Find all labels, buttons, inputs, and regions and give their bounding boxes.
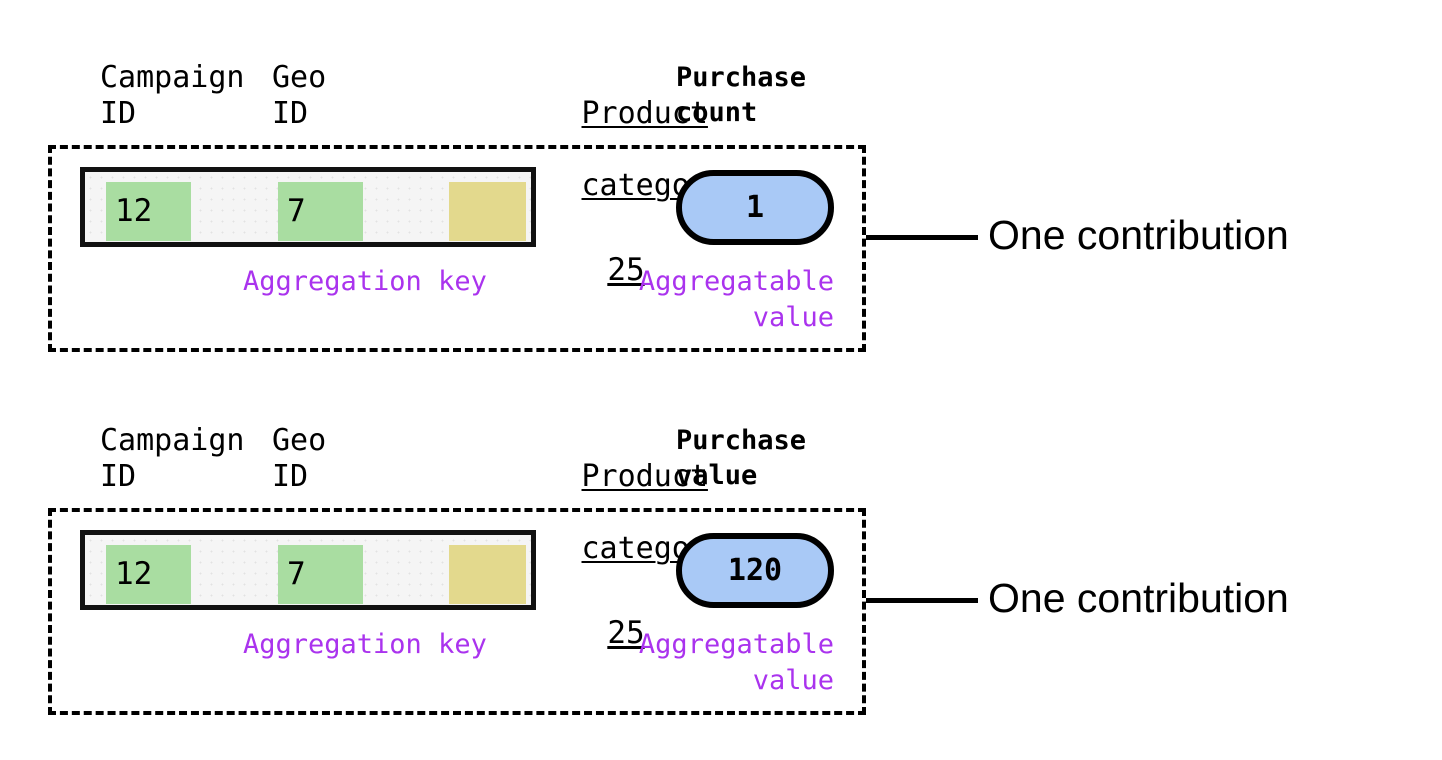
column-header-product-line1: Product — [581, 96, 708, 131]
column-header-product-line1: Product — [581, 459, 708, 494]
key-cell-product-category: 25 — [449, 182, 645, 288]
key-cell-campaign-id: 12 — [106, 182, 191, 241]
contribution-boundary — [48, 145, 866, 352]
annotation-aggregatable-value: Aggregatable value — [638, 266, 834, 333]
column-header-row: Campaign ID Geo ID Product category Purc… — [0, 0, 900, 203]
column-header-geo-id: Geo ID — [272, 423, 327, 494]
key-cell-product-category-value: 25 — [607, 252, 645, 288]
column-header-geo-id: Geo ID — [272, 60, 327, 131]
callout-leader-line — [866, 598, 978, 603]
key-cell-campaign-id: 12 — [106, 545, 191, 604]
contribution-boundary — [48, 508, 866, 715]
callout-leader-line — [866, 235, 978, 240]
callout-label-one-contribution: One contribution — [988, 575, 1289, 621]
callout-label-one-contribution: One contribution — [988, 212, 1289, 258]
key-cell-product-category: 25 — [449, 545, 645, 651]
column-header-campaign-id: Campaign ID — [100, 423, 245, 494]
column-header-row: Campaign ID Geo ID Product category Purc… — [0, 363, 900, 566]
column-header-purchase-count: Purchase count — [676, 62, 807, 128]
key-cell-product-category-value: 25 — [607, 615, 645, 651]
annotation-aggregation-key: Aggregation key — [243, 629, 487, 660]
key-cell-geo-id: 7 — [278, 545, 363, 604]
annotation-aggregatable-value: Aggregatable value — [638, 629, 834, 696]
aggregatable-value-pill: 1 — [676, 170, 834, 245]
column-header-purchase-value: Purchase value — [676, 425, 807, 491]
annotation-aggregation-key: Aggregation key — [243, 266, 487, 297]
column-header-campaign-id: Campaign ID — [100, 60, 245, 131]
aggregation-key-bar: 12 7 25 — [80, 530, 645, 651]
aggregation-key-bar: 12 7 25 — [80, 167, 645, 288]
aggregatable-value-pill: 120 — [676, 533, 834, 608]
key-cell-geo-id: 7 — [278, 182, 363, 241]
